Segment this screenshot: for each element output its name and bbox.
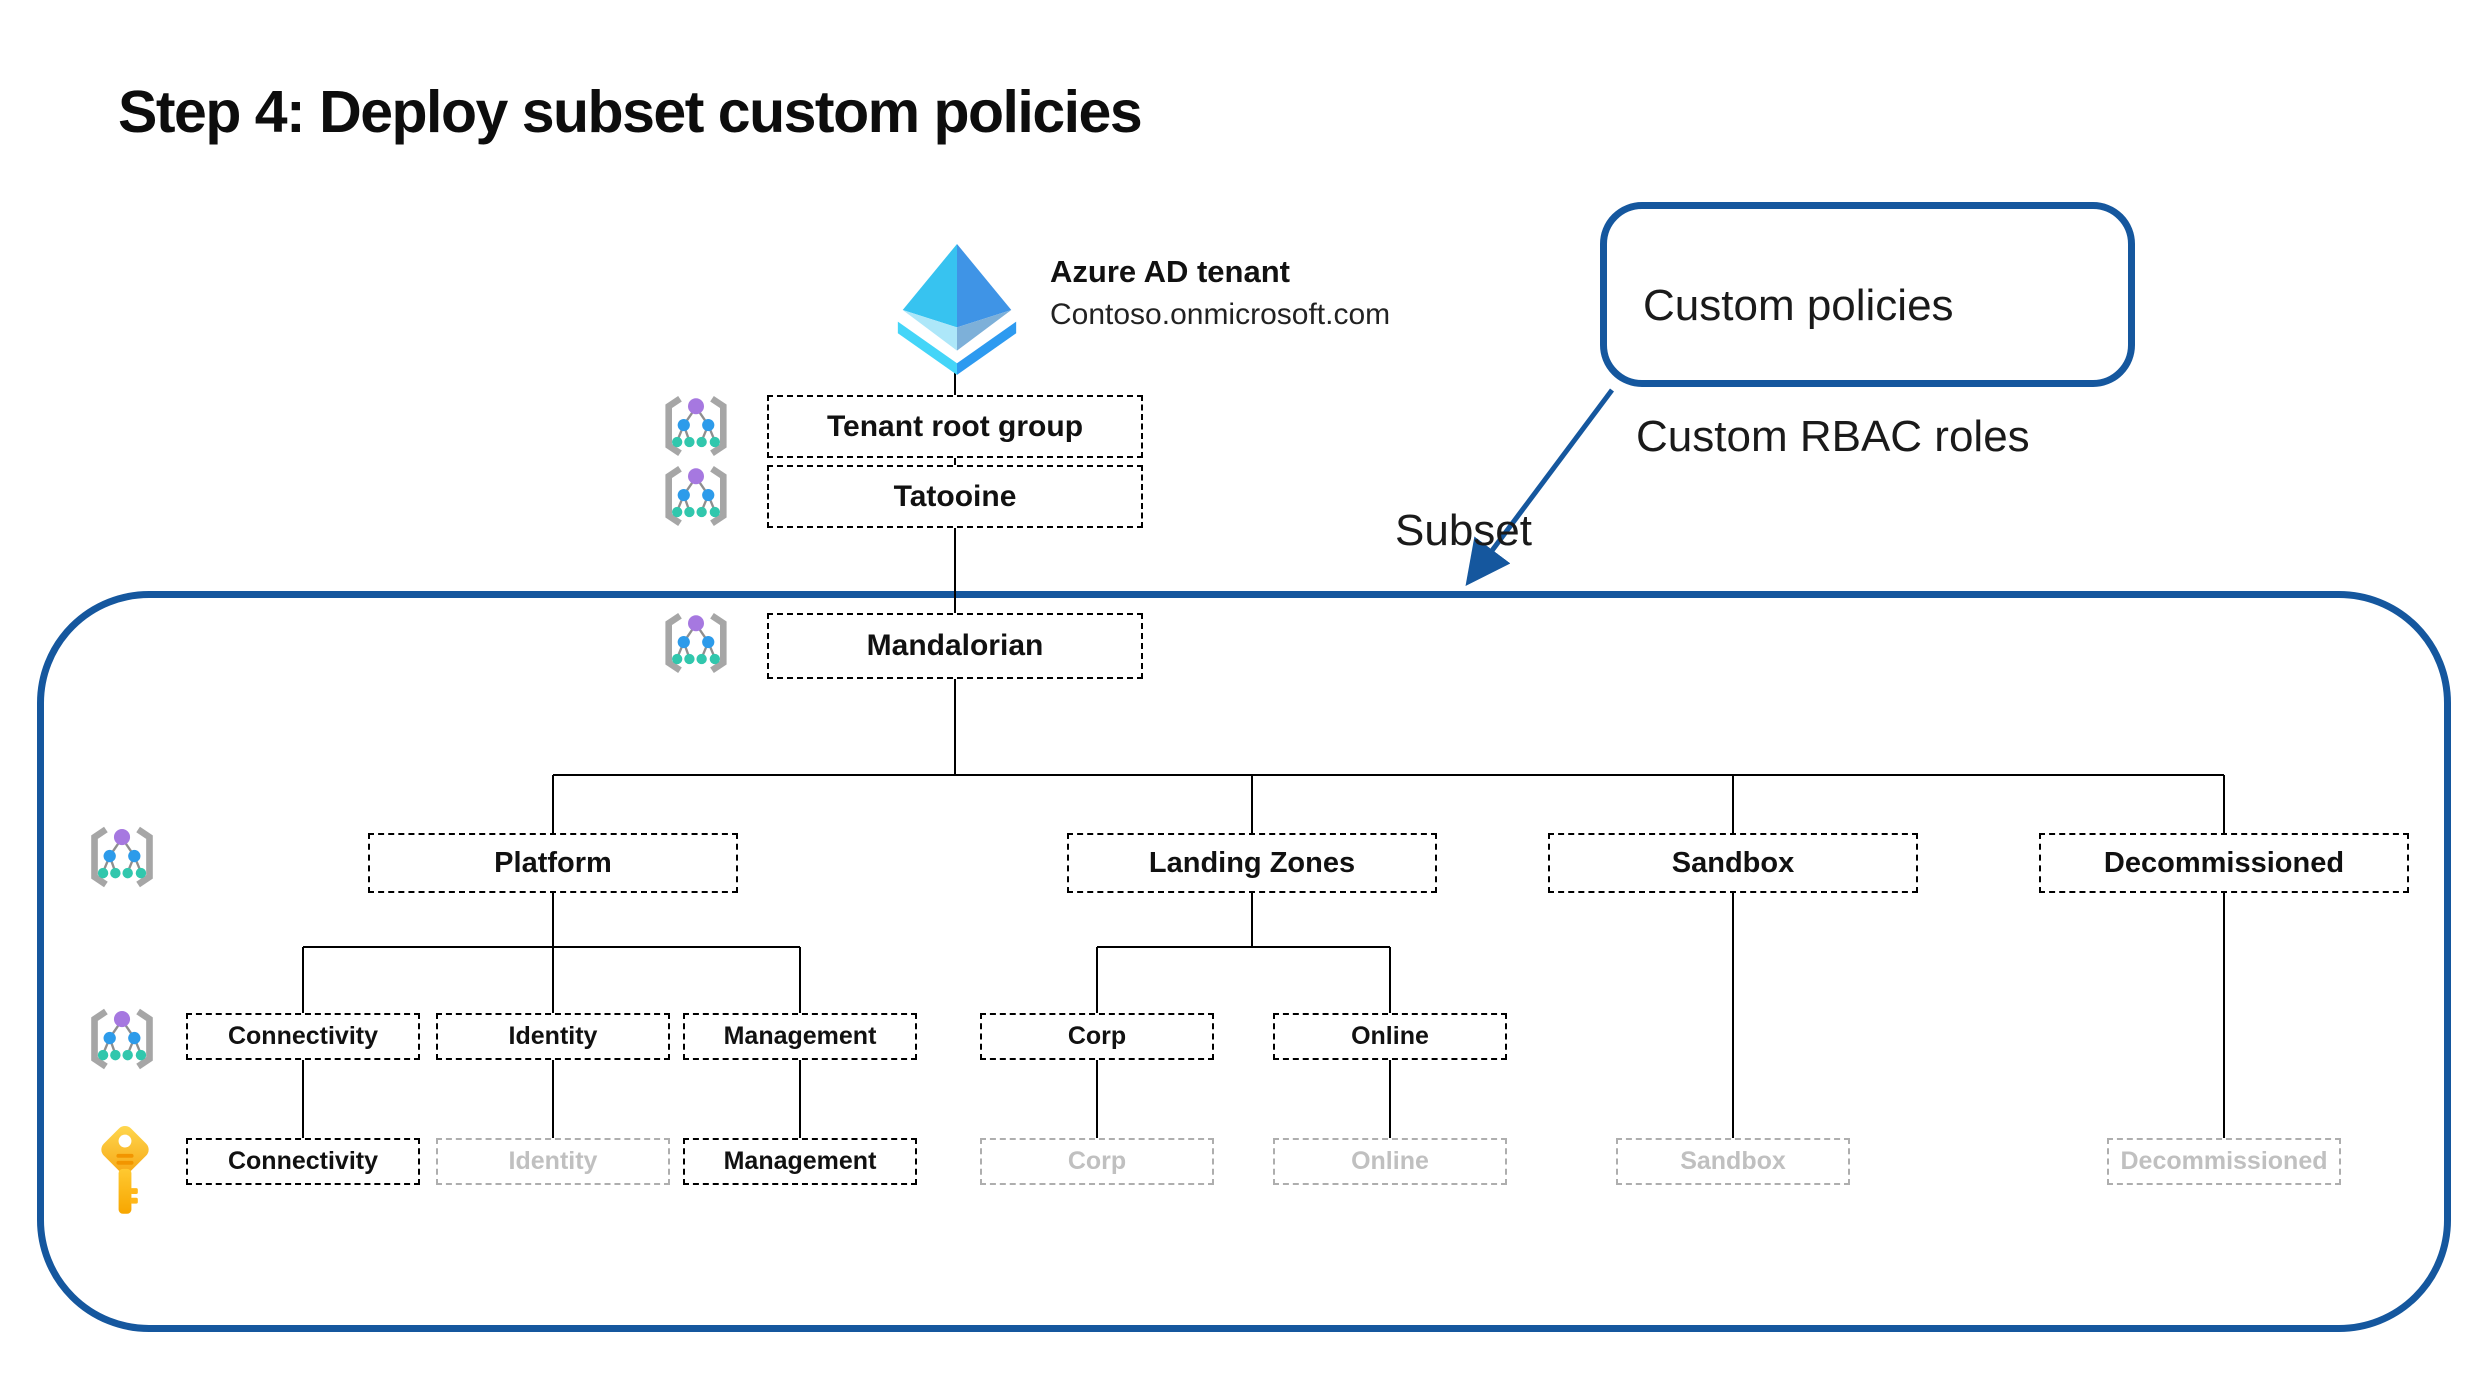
custom-rbac-label: Custom RBAC roles [1636,412,2030,461]
management-group-icon [660,464,732,528]
page-title: Step 4: Deploy subset custom policies [118,79,1143,145]
mg-box-management: Management [683,1013,917,1060]
mg-box-decommissioned: Decommissioned [2039,833,2409,893]
sub-box-decommissioned: Decommissioned [2107,1138,2341,1185]
management-group-icon [660,394,732,458]
mg-box-online: Online [1273,1013,1507,1060]
custom-policies-label: Custom policies [1643,280,1954,330]
mg-box-identity: Identity [436,1013,670,1060]
mg-box-mandalorian: Mandalorian [767,613,1143,679]
sub-box-management: Management [683,1138,917,1185]
mg-box-tenant-root-group: Tenant root group [767,395,1143,458]
management-group-icon [86,824,158,890]
sub-box-connectivity: Connectivity [186,1138,420,1185]
azure-ad-tenant-icon [893,240,1021,376]
custom-policies-callout: Custom policies [1600,202,2135,387]
sub-box-sandbox: Sandbox [1616,1138,1850,1185]
sub-box-corp: Corp [980,1138,1214,1185]
subset-scope-container [37,591,2451,1332]
management-group-icon [660,611,732,675]
sub-box-identity: Identity [436,1138,670,1185]
subset-label: Subset [1395,506,1532,555]
mg-box-sandbox: Sandbox [1548,833,1918,893]
key-icon [90,1124,160,1218]
subset-arrow [1465,388,1615,587]
mg-box-tatooine: Tatooine [767,465,1143,528]
tenant-domain-label: Contoso.onmicrosoft.com [1050,298,1391,331]
tenant-name-label: Azure AD tenant [1050,254,1290,289]
mg-box-corp: Corp [980,1013,1214,1060]
mg-box-platform: Platform [368,833,738,893]
sub-box-online: Online [1273,1138,1507,1185]
mg-box-landing-zones: Landing Zones [1067,833,1437,893]
mg-box-connectivity: Connectivity [186,1013,420,1060]
management-group-icon [86,1006,158,1072]
